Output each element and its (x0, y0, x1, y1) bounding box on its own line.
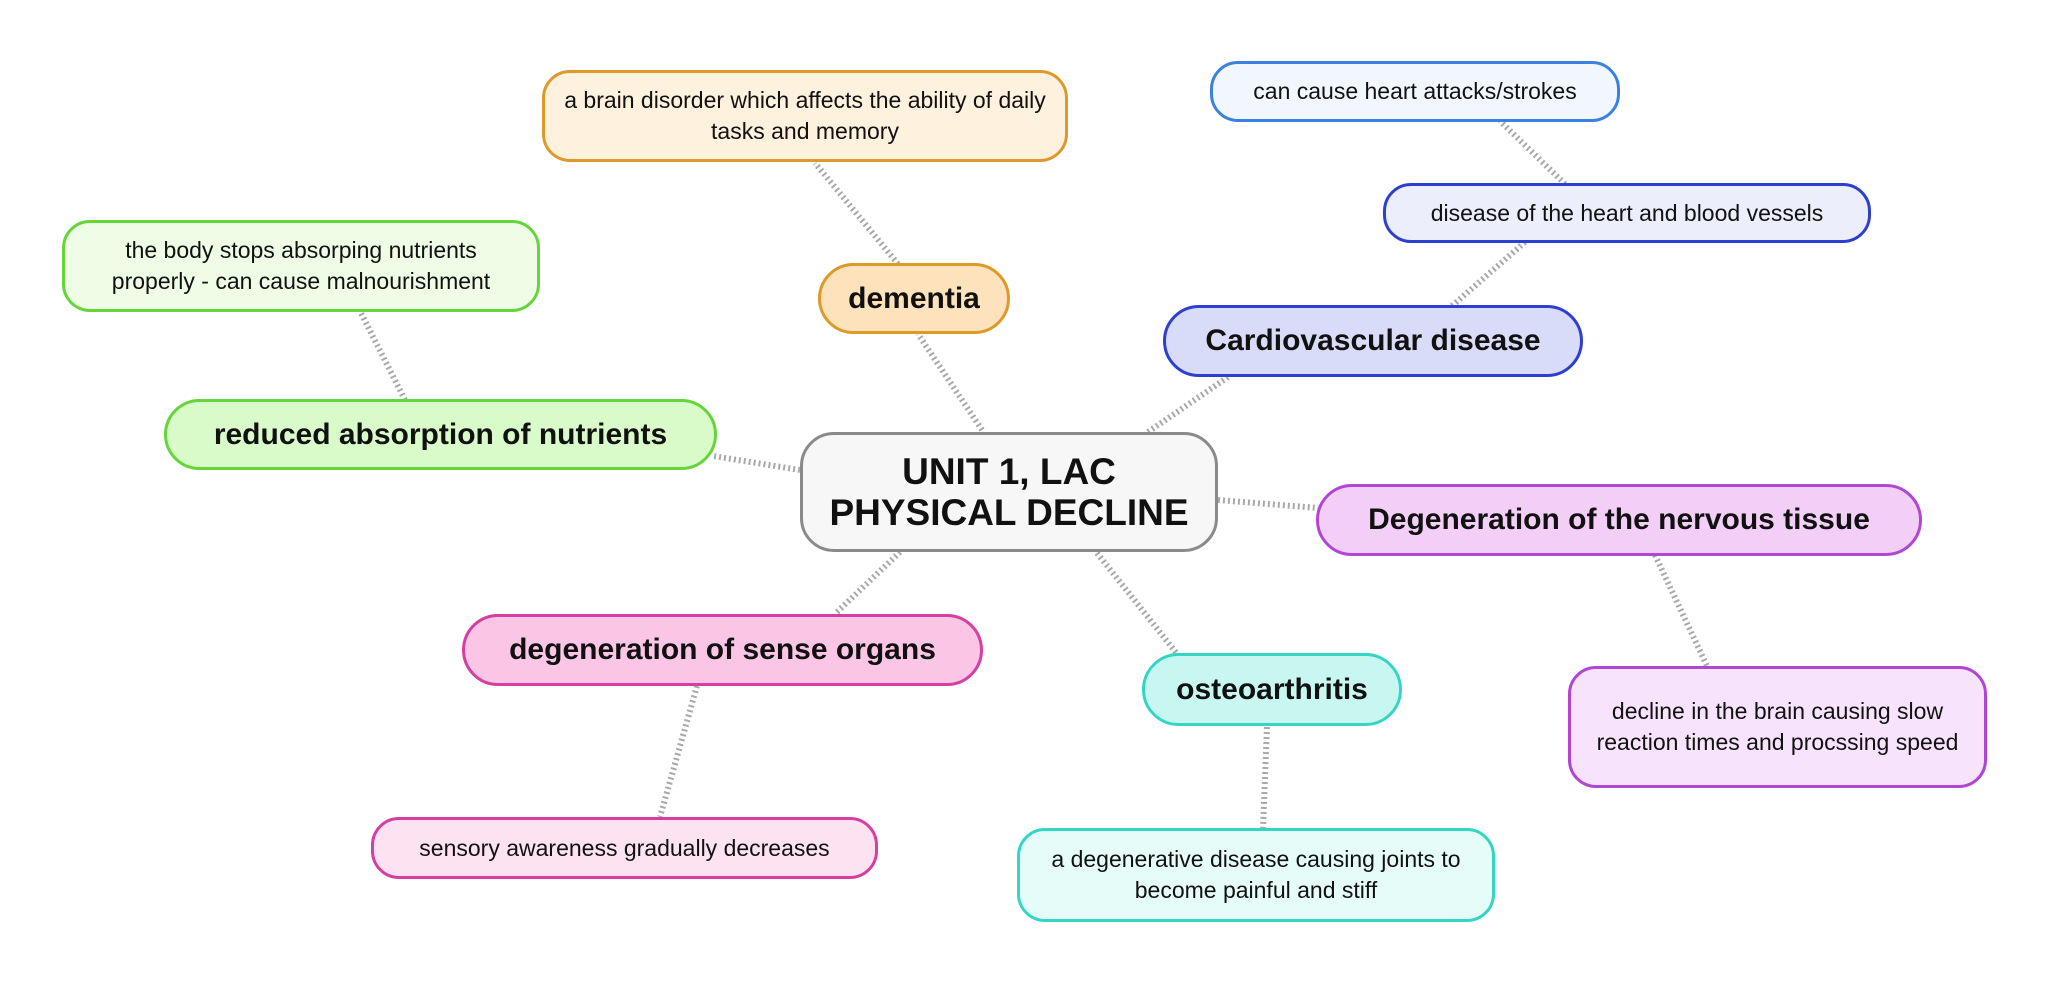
topic-degeneration-of-nervous-tissue[interactable]: Degeneration of the nervous tissue (1316, 484, 1922, 556)
connector-cardiovascular-detail (1450, 239, 1527, 309)
detail-heart-attacks-strokes[interactable]: can cause heart attacks/strokes (1210, 61, 1620, 122)
connector-sense-detail (657, 685, 700, 818)
connector-central-nervous (1217, 497, 1319, 511)
topic-degeneration-of-sense-organs-label: degeneration of sense organs (509, 633, 936, 666)
detail-osteoarthritis-label: a degenerative disease causing joints to… (1051, 846, 1461, 903)
detail-dementia[interactable]: a brain disorder which affects the abili… (542, 70, 1068, 162)
detail-heart-attacks-strokes-label: can cause heart attacks/strokes (1253, 78, 1577, 104)
topic-dementia-label: dementia (848, 281, 980, 315)
connector-dementia-detail (812, 161, 901, 266)
topic-reduced-absorption-of-nutrients[interactable]: reduced absorption of nutrients (164, 399, 717, 470)
topic-cardiovascular-disease-label: Cardiovascular disease (1205, 324, 1541, 357)
topic-degeneration-of-nervous-tissue-label: Degeneration of the nervous tissue (1368, 503, 1870, 536)
topic-reduced-absorption-of-nutrients-label: reduced absorption of nutrients (213, 417, 668, 451)
connector-central-nutrients (712, 453, 801, 473)
connector-central-sense (832, 549, 903, 617)
topic-osteoarthritis[interactable]: osteoarthritis (1142, 653, 1402, 726)
central-topic[interactable]: UNIT 1, LAC PHYSICAL DECLINE (800, 432, 1218, 552)
detail-reduced-absorption-of-nutrients-label: the body stops absorping nutrients prope… (111, 237, 491, 294)
detail-degeneration-of-nervous-tissue[interactable]: decline in the brain causing slow reacti… (1568, 666, 1987, 788)
connector-osteo-detail (1260, 726, 1270, 829)
detail-degeneration-of-nervous-tissue-label: decline in the brain causing slow reacti… (1596, 698, 1959, 755)
connector-nutrients-detail (357, 309, 408, 402)
topic-degeneration-of-sense-organs[interactable]: degeneration of sense organs (462, 614, 983, 686)
detail-cardiovascular-disease[interactable]: disease of the heart and blood vessels (1383, 183, 1871, 243)
topic-dementia[interactable]: dementia (818, 263, 1010, 334)
detail-dementia-label: a brain disorder which affects the abili… (564, 87, 1046, 144)
central-topic-label: UNIT 1, LAC PHYSICAL DECLINE (829, 451, 1189, 533)
detail-cardiovascular-disease-label: disease of the heart and blood vessels (1430, 199, 1824, 226)
detail-degeneration-of-sense-organs-label: sensory awareness gradually decreases (419, 834, 830, 861)
topic-osteoarthritis-label: osteoarthritis (1176, 672, 1368, 706)
topic-cardiovascular-disease[interactable]: Cardiovascular disease (1163, 305, 1583, 377)
connector-heart-detail-strokes (1497, 118, 1568, 187)
detail-degeneration-of-sense-organs[interactable]: sensory awareness gradually decreases (371, 817, 878, 879)
detail-osteoarthritis[interactable]: a degenerative disease causing joints to… (1017, 828, 1495, 922)
connector-central-osteo (1094, 551, 1181, 657)
connector-nervous-detail (1652, 553, 1710, 668)
connector-central-cardiovascular (1146, 374, 1230, 435)
detail-reduced-absorption-of-nutrients[interactable]: the body stops absorping nutrients prope… (62, 220, 540, 312)
connector-central-dementia (915, 332, 985, 432)
